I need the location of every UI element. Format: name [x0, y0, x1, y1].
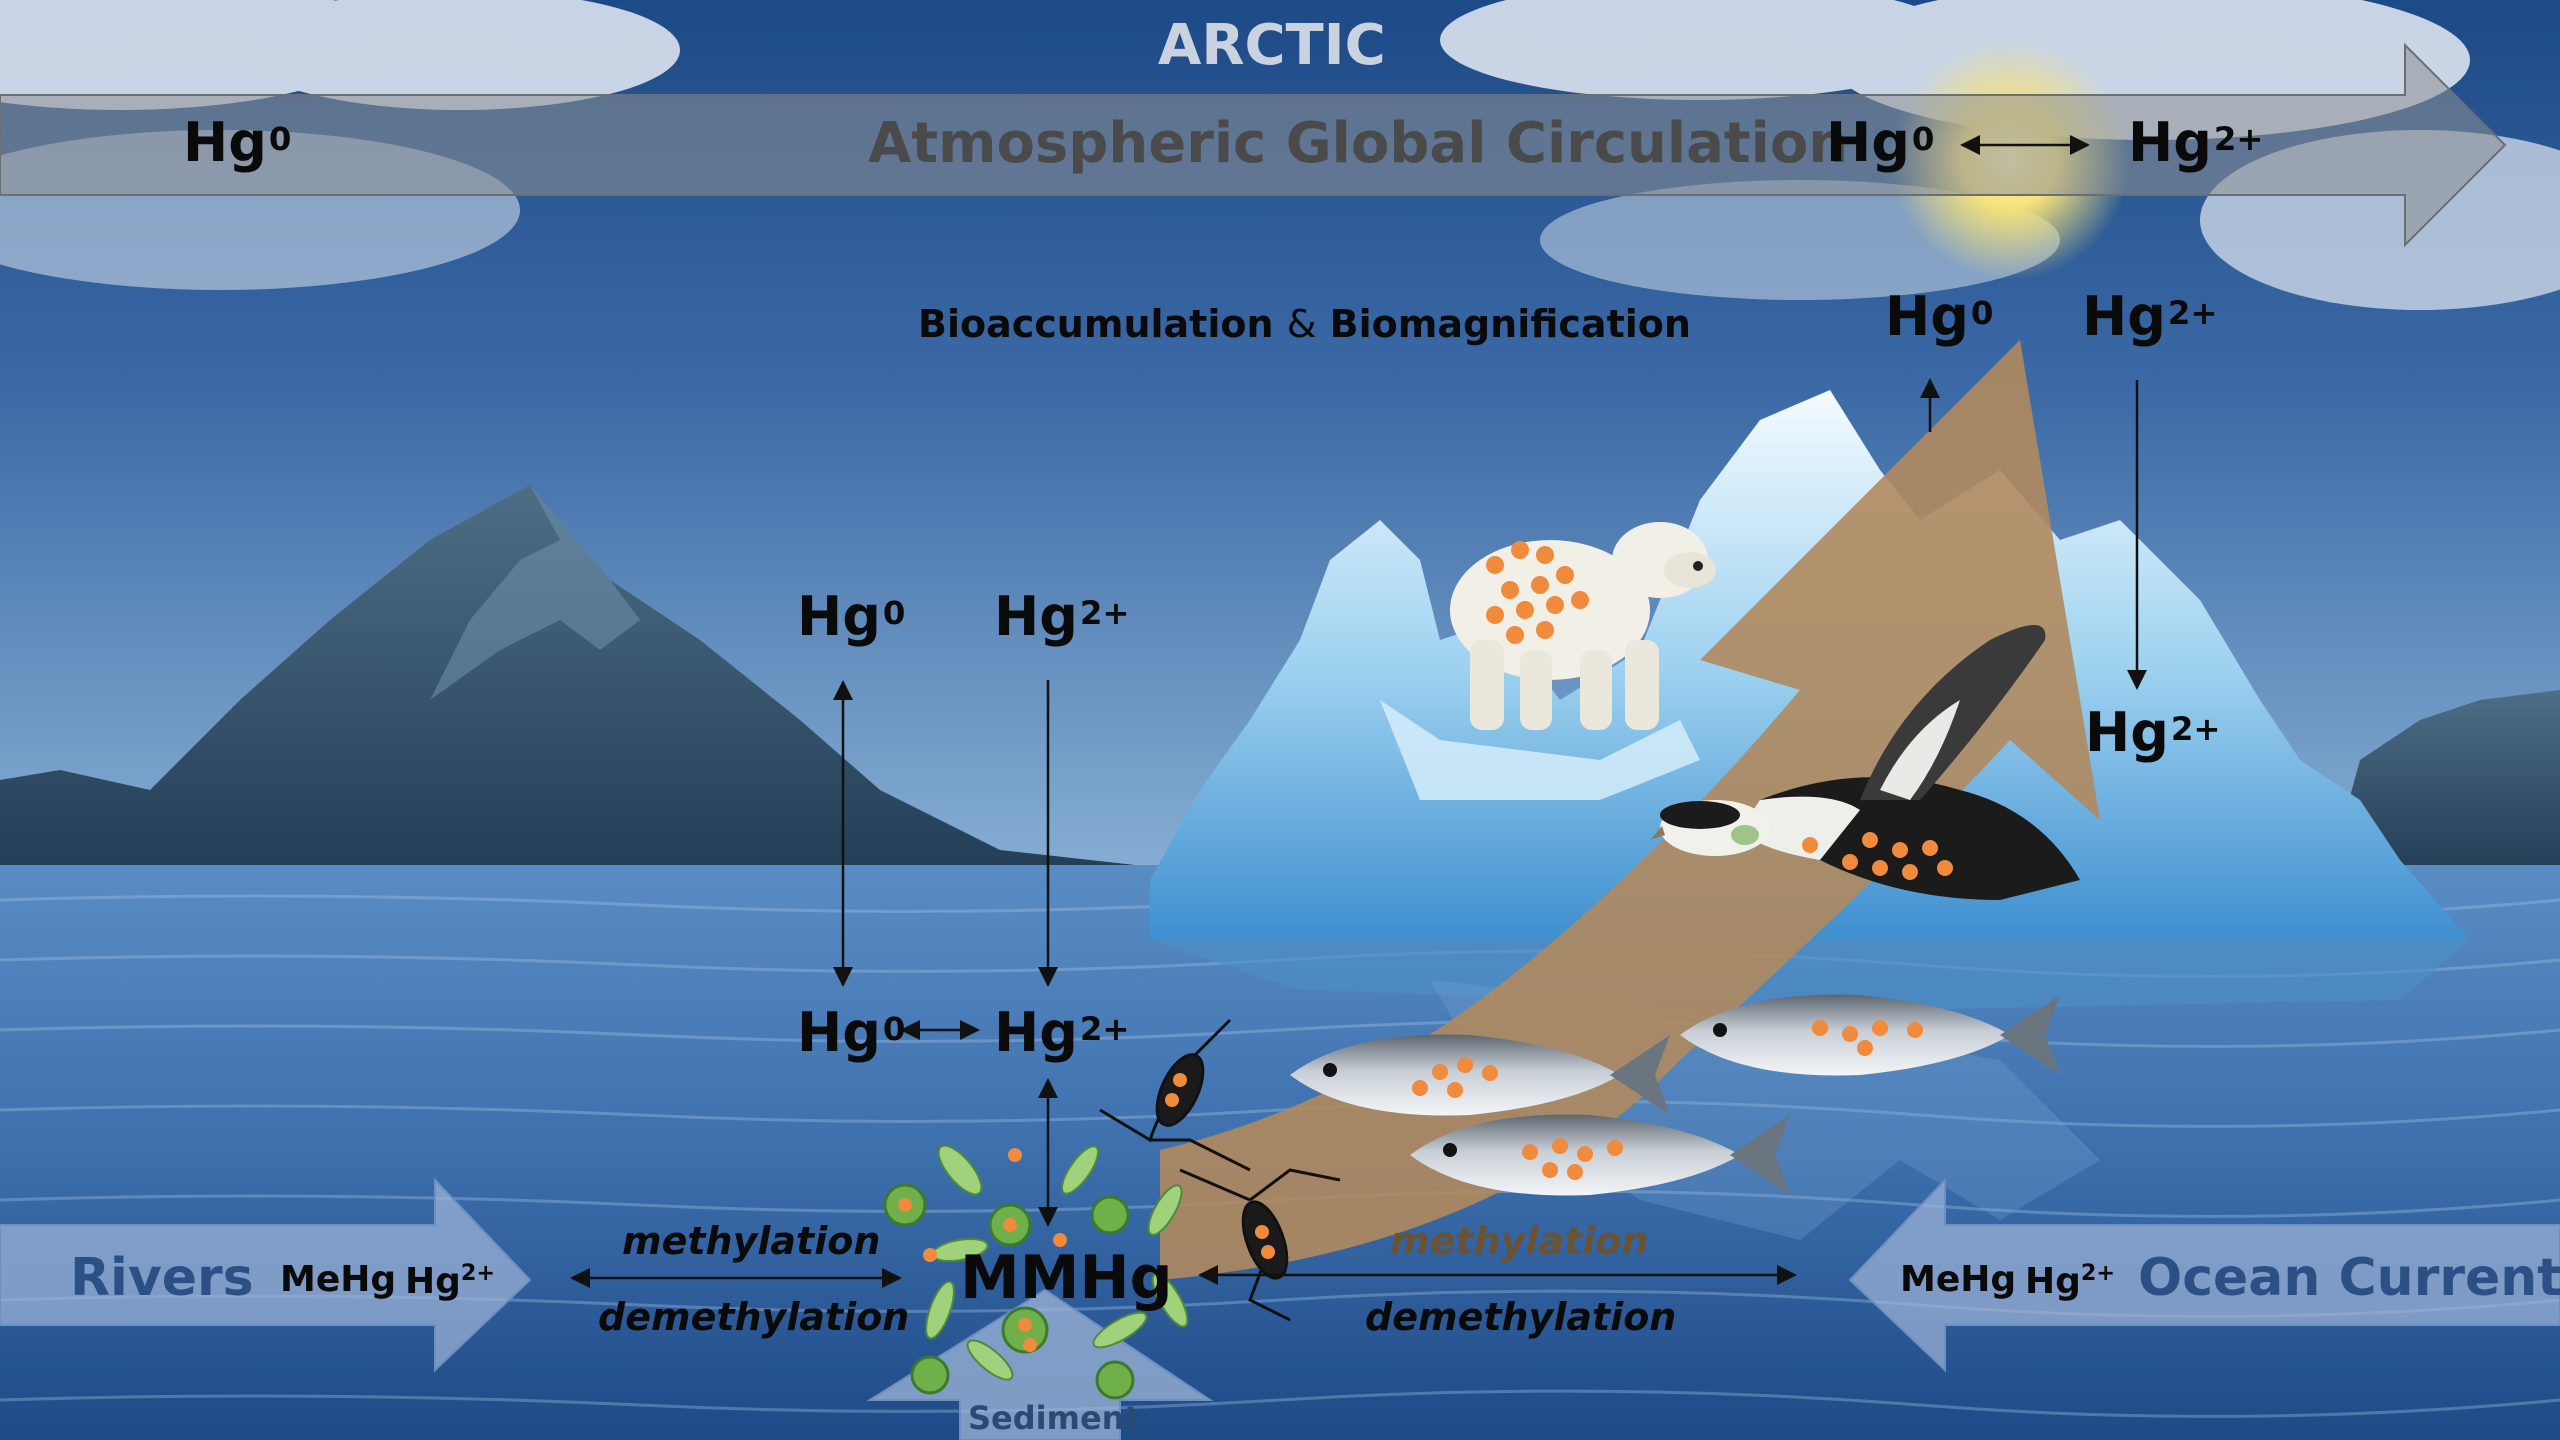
hg0-water: Hg0 — [797, 1001, 906, 1064]
hg0-atmosphere-left: Hg0 — [183, 111, 292, 174]
hg0-ice-emission: Hg0 — [1885, 285, 1994, 348]
hg2-on-iceberg: Hg2+ — [2085, 701, 2221, 764]
hg2-air-sea: Hg2+ — [994, 585, 1130, 648]
arctic-title: ARCTIC — [1158, 13, 1386, 78]
fish-icon — [1290, 994, 2060, 1196]
hg2-water: Hg2+ — [994, 1001, 1130, 1064]
sediment-label: Sediment — [968, 1399, 1140, 1437]
hg2-ocean: Hg2+ — [2025, 1260, 2116, 1302]
methylation-right: methylation — [1390, 1219, 1649, 1263]
mmhg-label: MMHg — [960, 1243, 1173, 1313]
food-web-arrow — [1160, 340, 2100, 1280]
demethylation-right: demethylation — [1365, 1295, 1677, 1339]
circulation-arrow — [0, 42, 2507, 248]
copepod-icon — [1099, 1018, 1341, 1322]
mehg-rivers: MeHg — [280, 1259, 397, 1300]
bioaccumulation-label: Bioaccumulation & Biomagnification — [918, 302, 1691, 346]
ocean-current-label: Ocean Current — [2138, 1248, 2560, 1308]
methylation-left: methylation — [622, 1219, 881, 1263]
hg2-ice-deposition: Hg2+ — [2082, 285, 2218, 348]
hg2-atmosphere-right: Hg2+ — [2128, 111, 2264, 174]
mehg-ocean: MeHg — [1900, 1259, 2017, 1300]
hg0-air-sea: Hg0 — [797, 585, 906, 648]
rivers-label: Rivers — [70, 1248, 254, 1308]
circulation-label: Atmospheric Global Circulation — [868, 111, 1849, 176]
flux-arrows — [570, 135, 2147, 1288]
phytoplankton-icon — [883, 1144, 1189, 1400]
hg0-atmosphere-right: Hg0 — [1826, 111, 1935, 174]
ocean-current-arrow — [1848, 1177, 2560, 1373]
polar-bear-icon — [1450, 522, 1716, 730]
eider-duck-icon — [1650, 625, 2080, 900]
hg2-rivers: Hg2+ — [405, 1260, 496, 1302]
rivers-arrow — [0, 1177, 532, 1373]
mountain-icon — [0, 485, 2560, 870]
sediment-arrow — [866, 1288, 1214, 1440]
demethylation-left: demethylation — [598, 1295, 910, 1339]
